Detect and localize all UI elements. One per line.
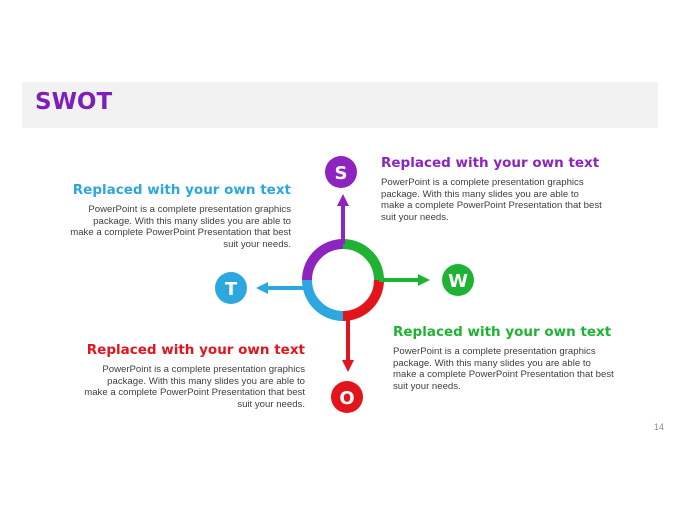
node-w: W xyxy=(442,264,474,296)
body-line: PowerPoint is a complete presentation gr… xyxy=(102,364,305,375)
body-line: suit your needs. xyxy=(381,211,449,223)
body-line: package. With this many slides you are a… xyxy=(381,188,579,200)
body-weaknesses: PowerPoint is a complete presentation gr… xyxy=(393,346,643,392)
body-line: make a complete PowerPoint Presentation … xyxy=(393,369,614,381)
body-line: make a complete PowerPoint Presentation … xyxy=(381,200,602,212)
node-t: T xyxy=(215,272,247,304)
body-line: package. With this many slides you are a… xyxy=(107,375,305,387)
body-opportunities: PowerPoint is a complete presentation gr… xyxy=(58,364,305,410)
node-o-letter: O xyxy=(339,388,354,409)
node-s: S xyxy=(325,156,357,188)
ring-arc-weaknesses xyxy=(342,239,384,281)
body-line: make a complete PowerPoint Presentation … xyxy=(70,227,291,239)
heading-opportunities: Replaced with your own text xyxy=(86,342,305,358)
heading-threats: Replaced with your own text xyxy=(72,182,291,198)
body-threats: PowerPoint is a complete presentation gr… xyxy=(48,204,291,250)
ring-arc-threats xyxy=(302,279,344,321)
node-w-letter: W xyxy=(448,271,468,292)
text-block-opportunities: Replaced with your own text PowerPoint i… xyxy=(58,341,305,410)
node-s-letter: S xyxy=(335,163,348,184)
ring-arc-opportunities xyxy=(342,279,384,321)
text-block-weaknesses: Replaced with your own text PowerPoint i… xyxy=(393,323,643,392)
body-line: suit your needs. xyxy=(237,398,305,410)
body-line: suit your needs. xyxy=(223,238,291,250)
body-line: suit your needs. xyxy=(393,380,461,392)
body-line: package. With this many slides you are a… xyxy=(93,215,291,227)
body-line: make a complete PowerPoint Presentation … xyxy=(84,387,305,399)
body-strengths: PowerPoint is a complete presentation gr… xyxy=(381,177,631,223)
page-number: 14 xyxy=(653,422,664,432)
heading-weaknesses: Replaced with your own text xyxy=(393,324,612,340)
node-t-letter: T xyxy=(225,279,238,300)
heading-strengths: Replaced with your own text xyxy=(381,155,600,171)
title-bar: SWOT xyxy=(22,82,658,128)
node-o: O xyxy=(331,381,363,413)
body-line: PowerPoint is a complete presentation gr… xyxy=(381,177,584,188)
body-line: package. With this many slides you are a… xyxy=(393,357,591,369)
text-block-threats: Replaced with your own text PowerPoint i… xyxy=(48,181,291,250)
body-line: PowerPoint is a complete presentation gr… xyxy=(88,204,291,215)
text-block-strengths: Replaced with your own text PowerPoint i… xyxy=(381,154,631,223)
body-line: PowerPoint is a complete presentation gr… xyxy=(393,346,596,357)
ring-arc-strengths xyxy=(302,239,344,281)
slide-title: SWOT xyxy=(35,89,113,115)
